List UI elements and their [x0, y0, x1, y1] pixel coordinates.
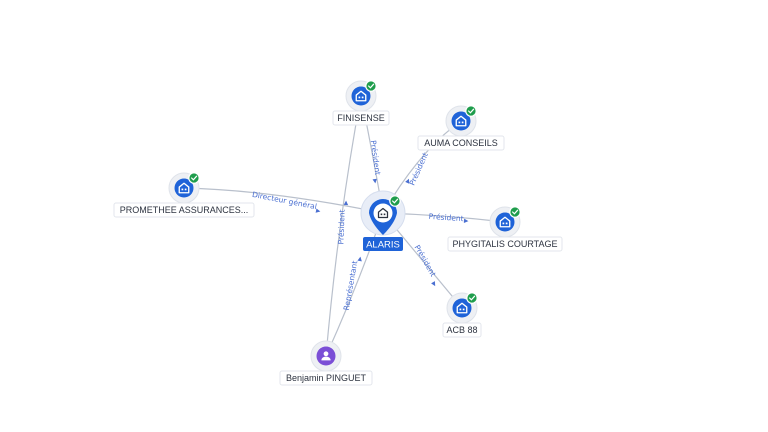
nodes-layer: FINISENSE AUMA CONSEILS PROMETHEE ASSURANC…: [113, 80, 563, 386]
node-label-box: [447, 236, 563, 252]
edge-label: Président: [369, 140, 383, 176]
check-badge-icon: [365, 80, 377, 92]
node-promethee[interactable]: PROMETHEE ASSURANCES...: [113, 172, 255, 218]
node-phygitalis[interactable]: PHYGITALIS COURTAGE: [447, 206, 563, 252]
building-icon: [456, 302, 468, 314]
node-label-box: [279, 370, 373, 386]
edge-label: Président: [413, 243, 438, 278]
building-icon: [355, 90, 367, 102]
node-benjamin[interactable]: Benjamin PINGUET: [279, 340, 373, 386]
node-label-box: [332, 110, 390, 126]
building-icon: [178, 182, 190, 194]
center-label-box: [363, 237, 403, 251]
node-label-box: [417, 135, 505, 151]
building-icon: [499, 216, 511, 228]
node-label: Benjamin PINGUET: [286, 373, 367, 383]
edge-label: Président: [336, 209, 346, 244]
node-label: ACB 88: [446, 325, 477, 335]
check-badge-icon: [389, 195, 401, 207]
node-label: PHYGITALIS COURTAGE: [452, 239, 557, 249]
node-label-box: [442, 322, 482, 338]
edge-label: Directeur général: [251, 190, 317, 211]
edge-line: [183, 187, 384, 214]
center-core: [373, 203, 393, 223]
edge-benjamin-finisense[interactable]: Président: [325, 95, 362, 357]
center-label: ALARIS: [366, 240, 400, 251]
edge-label: Président: [428, 212, 464, 223]
node-acb88[interactable]: ACB 88: [442, 292, 482, 338]
edge-arrow-icon: [372, 178, 377, 184]
edge-benjamin-center[interactable]: Représentant: [325, 212, 384, 357]
edge-line: [325, 95, 362, 357]
building-icon: [455, 115, 467, 127]
check-badge-icon: [188, 172, 200, 184]
node-center-alaris[interactable]: ALARIS: [360, 190, 406, 251]
edge-arrow-icon: [405, 178, 410, 184]
edge-label: Représentant: [342, 260, 360, 311]
edge-arrow-icon: [463, 218, 469, 224]
edge-arrow-icon: [431, 281, 436, 287]
building-icon: [377, 207, 389, 219]
node-label: AUMA CONSEILS: [424, 138, 498, 148]
node-label: FINISENSE: [337, 113, 385, 123]
edge-arrow-icon: [357, 256, 362, 262]
edge-arrow-icon: [315, 208, 321, 213]
node-label: PROMETHEE ASSURANCES...: [120, 205, 249, 215]
user-icon: [321, 351, 331, 361]
check-badge-icon: [466, 292, 478, 304]
node-label-box: [113, 202, 255, 218]
edge-arrow-icon: [343, 200, 349, 206]
check-badge-icon: [509, 206, 521, 218]
edge-label: Président: [407, 151, 429, 187]
node-auma[interactable]: AUMA CONSEILS: [417, 105, 505, 151]
node-finisense[interactable]: FINISENSE: [332, 80, 390, 126]
check-badge-icon: [465, 105, 477, 117]
